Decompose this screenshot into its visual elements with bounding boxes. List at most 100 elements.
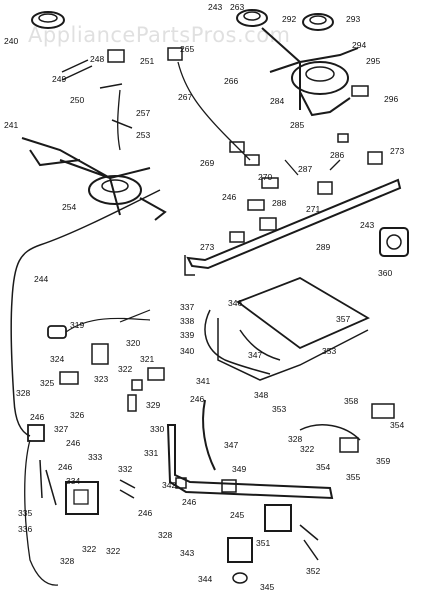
oven-burner-tube — [166, 399, 361, 500]
callout-245: 245 — [230, 510, 244, 520]
callout-273: 273 — [200, 242, 214, 252]
callout-353: 353 — [272, 404, 286, 414]
callout-336: 336 — [18, 524, 32, 534]
callout-354: 354 — [316, 462, 330, 472]
callout-287: 287 — [298, 164, 312, 174]
callout-324: 324 — [50, 354, 64, 364]
callout-263: 263 — [230, 2, 244, 12]
callout-359: 359 — [376, 456, 390, 466]
left-top-burner — [31, 11, 65, 29]
callout-322: 322 — [106, 546, 120, 556]
callout-246: 246 — [58, 462, 72, 472]
right-burner-spider — [261, 27, 359, 117]
callout-334: 334 — [66, 476, 80, 486]
callout-331: 331 — [144, 448, 158, 458]
callout-labels: 240 241 243 243 244 245 246 246 246 246 … — [4, 2, 404, 592]
callout-330: 330 — [150, 424, 164, 434]
safety-valve-and-thermostat — [175, 403, 395, 584]
callout-254: 254 — [62, 202, 76, 212]
callout-267: 267 — [178, 92, 192, 102]
igniter-parts — [47, 309, 165, 412]
oven-valve-assembly — [24, 424, 136, 586]
callout-352: 352 — [306, 566, 320, 576]
callout-358: 358 — [344, 396, 358, 406]
callout-328: 328 — [16, 388, 30, 398]
callout-289: 289 — [316, 242, 330, 252]
callout-246: 246 — [190, 394, 204, 404]
callout-322: 322 — [118, 364, 132, 374]
callout-246: 246 — [182, 497, 196, 507]
callout-246: 246 — [222, 192, 236, 202]
callout-241: 241 — [4, 120, 18, 130]
callout-322: 322 — [82, 544, 96, 554]
callout-347: 347 — [248, 350, 262, 360]
callout-327: 327 — [54, 424, 68, 434]
callout-338: 338 — [180, 316, 194, 326]
callout-360: 360 — [378, 268, 392, 278]
callout-357: 357 — [336, 314, 350, 324]
callout-329: 329 — [146, 400, 160, 410]
callout-246: 246 — [30, 412, 44, 422]
callout-328: 328 — [60, 556, 74, 566]
callout-248: 248 — [90, 54, 104, 64]
right-top-burner-2 — [302, 13, 334, 31]
callout-340: 340 — [180, 346, 194, 356]
callout-353: 353 — [322, 346, 336, 356]
callout-341: 341 — [196, 376, 210, 386]
callout-347: 347 — [224, 440, 238, 450]
callout-355: 355 — [346, 472, 360, 482]
top-valve-parts — [61, 47, 383, 243]
callout-339: 339 — [180, 330, 194, 340]
callout-322: 322 — [300, 444, 314, 454]
callout-328: 328 — [288, 434, 302, 444]
callout-265: 265 — [180, 44, 194, 54]
callout-269: 269 — [200, 158, 214, 168]
callout-288: 288 — [272, 198, 286, 208]
callout-284: 284 — [270, 96, 284, 106]
callout-319: 319 — [70, 320, 84, 330]
callout-342: 342 — [162, 480, 176, 490]
callout-349: 349 — [232, 464, 246, 474]
callout-271: 271 — [306, 204, 320, 214]
callout-257: 257 — [136, 108, 150, 118]
left-burner-spider — [21, 137, 167, 221]
oven-burner-shield-357 — [204, 277, 370, 381]
callout-323: 323 — [94, 374, 108, 384]
callout-246: 246 — [66, 438, 80, 448]
gas-tube-244 — [10, 189, 161, 437]
callout-244: 244 — [34, 274, 48, 284]
callout-321: 321 — [140, 354, 154, 364]
callout-292: 292 — [282, 14, 296, 24]
callout-285: 285 — [290, 120, 304, 130]
callout-250: 250 — [70, 95, 84, 105]
callout-243: 243 — [208, 2, 222, 12]
callout-346: 346 — [228, 298, 242, 308]
callout-335: 335 — [18, 508, 32, 518]
callout-293: 293 — [346, 14, 360, 24]
callout-337: 337 — [180, 302, 194, 312]
callout-332: 332 — [118, 464, 132, 474]
callout-270: 270 — [258, 172, 272, 182]
callout-295: 295 — [366, 56, 380, 66]
callout-253: 253 — [136, 130, 150, 140]
right-top-burner-1 — [236, 9, 268, 27]
callout-348: 348 — [254, 390, 268, 400]
main-manifold-pipe — [184, 178, 402, 276]
callout-294: 294 — [352, 40, 366, 50]
callout-326: 326 — [70, 410, 84, 420]
callout-328: 328 — [158, 530, 172, 540]
callout-351: 351 — [256, 538, 270, 548]
callout-243: 243 — [360, 220, 374, 230]
watermark: AppliancePartsPros.com — [28, 23, 291, 47]
callout-251: 251 — [140, 56, 154, 66]
callout-286: 286 — [330, 150, 344, 160]
callout-320: 320 — [126, 338, 140, 348]
callout-273: 273 — [390, 146, 404, 156]
callout-354: 354 — [390, 420, 404, 430]
callout-343: 343 — [180, 548, 194, 558]
callout-344: 344 — [198, 574, 212, 584]
callout-333: 333 — [88, 452, 102, 462]
callout-296: 296 — [384, 94, 398, 104]
callout-345: 345 — [260, 582, 274, 592]
